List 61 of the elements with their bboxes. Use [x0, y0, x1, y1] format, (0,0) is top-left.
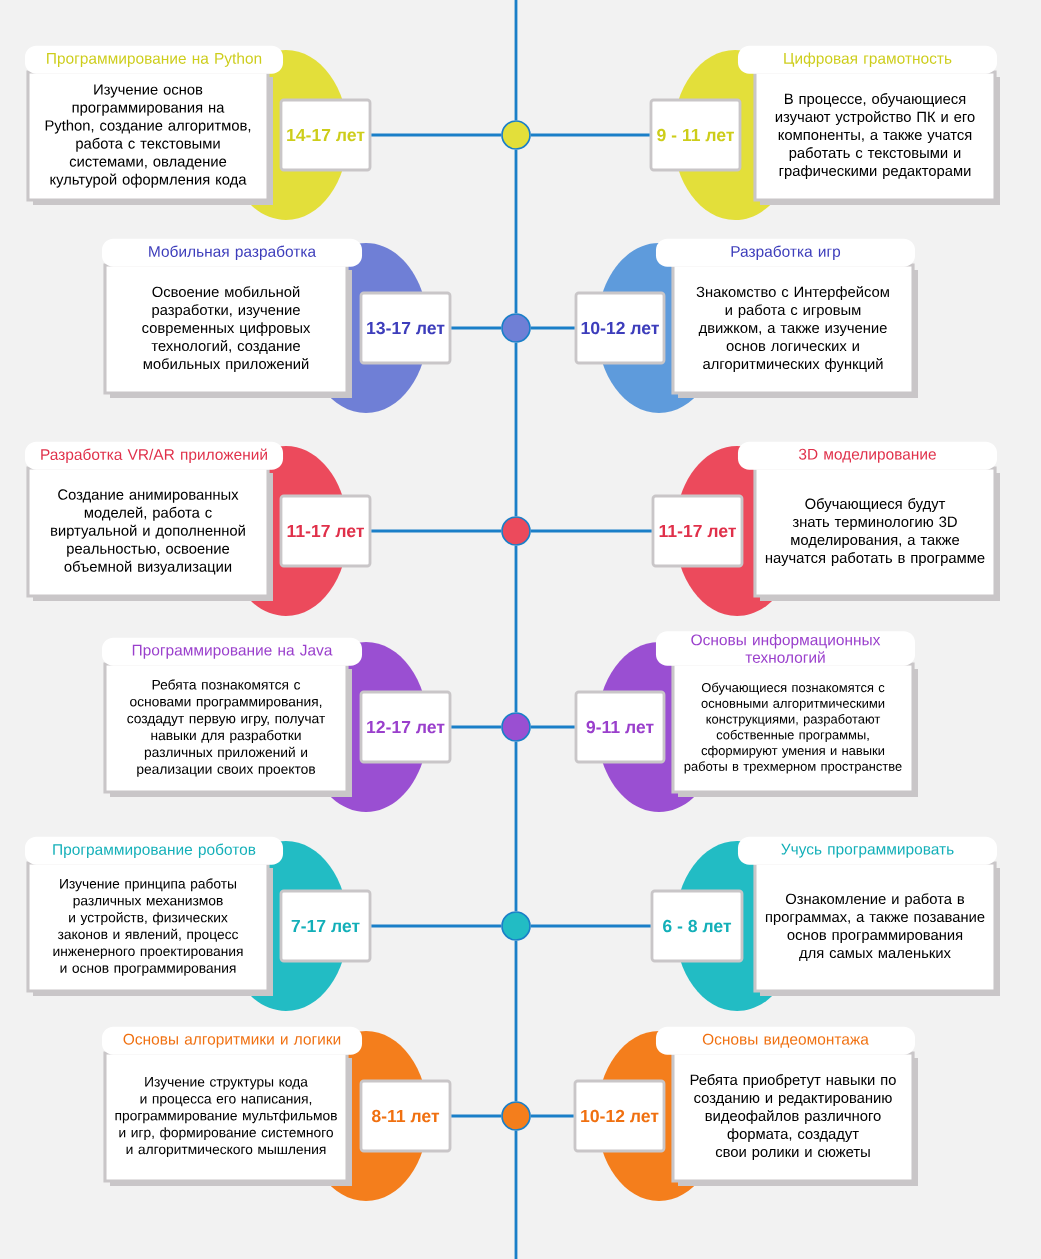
title-pill: Программирование на Python [24, 45, 284, 74]
description-box: Изучение принципа работы различных механизмов и устройств, физических законов и явлений, процесс инженерного проектирования и основ программирования [26, 861, 273, 996]
timeline-circle [501, 1101, 531, 1131]
connector-line [371, 924, 502, 928]
connector-line [371, 529, 502, 533]
age-box: 10-12 лет [573, 1079, 666, 1153]
connector-line [530, 924, 651, 928]
connector-line [530, 725, 575, 729]
age-box: 6 - 8 лет [650, 889, 744, 963]
timeline-circle [501, 120, 531, 150]
title-pill: 3D моделирование [737, 441, 998, 470]
connector-line [451, 725, 502, 729]
age-box: 10-12 лет [574, 291, 666, 365]
connector-line [514, 1130, 518, 1259]
age-box: 13-17 лет [359, 291, 452, 365]
connector-line [514, 940, 518, 1102]
timeline-circle [501, 712, 531, 742]
title-pill: Цифровая грамотность [737, 45, 998, 74]
age-box: 11-17 лет [651, 494, 744, 568]
age-box: 11-17 лет [279, 494, 372, 568]
description-box: Обучающиеся познакомятся с основными алгоритмическими конструкциями, разработают собственные программы, сформируют умения и навыки работы в трехмерном пространстве [671, 662, 918, 797]
connector-line [530, 1114, 574, 1118]
connector-line [514, 149, 518, 314]
age-box: 14-17 лет [279, 98, 372, 172]
description-box: Освоение мобильной разработки, изучение современных цифровых технологий, создание мобильных приложений [103, 263, 352, 398]
title-pill: Основы видеомонтажа [655, 1026, 916, 1055]
age-box: 9 - 11 лет [649, 98, 742, 172]
description-box: В процессе, обучающиеся изучают устройство ПК и его компоненты, а также учатся работать с текстовыми и графическими редакторами [753, 70, 1000, 205]
description-box: Знакомство с Интерфейсом и работа с игровым движком, а также изучение основ логических и алгоритмических функций [671, 263, 918, 398]
title-pill: Разработка игр [655, 238, 916, 267]
description-box: Ознакомление и работа в программах, а также позавание основ программирования для самых маленьких [753, 861, 1000, 996]
age-box: 7-17 лет [279, 889, 372, 963]
connector-line [514, 342, 518, 517]
connector-line [451, 326, 502, 330]
connector-line [514, 741, 518, 912]
title-pill: Основы информационных технологий [655, 631, 916, 666]
connector-line [371, 133, 502, 137]
description-box: Создание анимированных моделей, работа с виртуальной и дополненной реальностью, освоение объемной визуализации [26, 466, 273, 601]
description-box: Ребята приобретут навыки по созданию и редактированию видеофайлов различного формата, создадут свои ролики и сюжеты [671, 1051, 918, 1186]
title-pill: Разработка VR/AR приложений [24, 441, 284, 470]
title-pill: Учусь программировать [737, 836, 998, 865]
connector-line [514, 545, 518, 713]
connector-line [530, 133, 650, 137]
timeline-circle [501, 516, 531, 546]
age-box: 12-17 лет [359, 690, 452, 764]
description-box: Изучение основ программирования на Python, создание алгоритмов, работа с текстовыми системами, овладение культурой оформления кода [26, 70, 273, 205]
connector-line [514, 0, 518, 121]
description-box: Обучающиеся будут знать терминологию 3D моделирования, а также научатся работать в программе [753, 466, 1000, 601]
description-box: Ребята познакомятся с основами программирования, создадут первую игру, получат навыки для разработки различных приложений и реализации своих проектов [103, 662, 352, 797]
timeline-circle [501, 313, 531, 343]
connector-line [530, 529, 652, 533]
title-pill: Программирование на Java [101, 637, 363, 666]
description-box: Изучение структуры кода и процесса его написания, программирование мультфильмов и игр, формирование системного и алгоритмического мышления [103, 1051, 352, 1186]
title-pill: Основы алгоритмики и логики [101, 1026, 363, 1055]
age-box: 8-11 лет [359, 1079, 452, 1153]
age-box: 9-11 лет [574, 690, 666, 764]
timeline-circle [501, 911, 531, 941]
title-pill: Программирование роботов [24, 836, 284, 865]
title-pill: Мобильная разработка [101, 238, 363, 267]
connector-line [451, 1114, 502, 1118]
connector-line [530, 326, 575, 330]
